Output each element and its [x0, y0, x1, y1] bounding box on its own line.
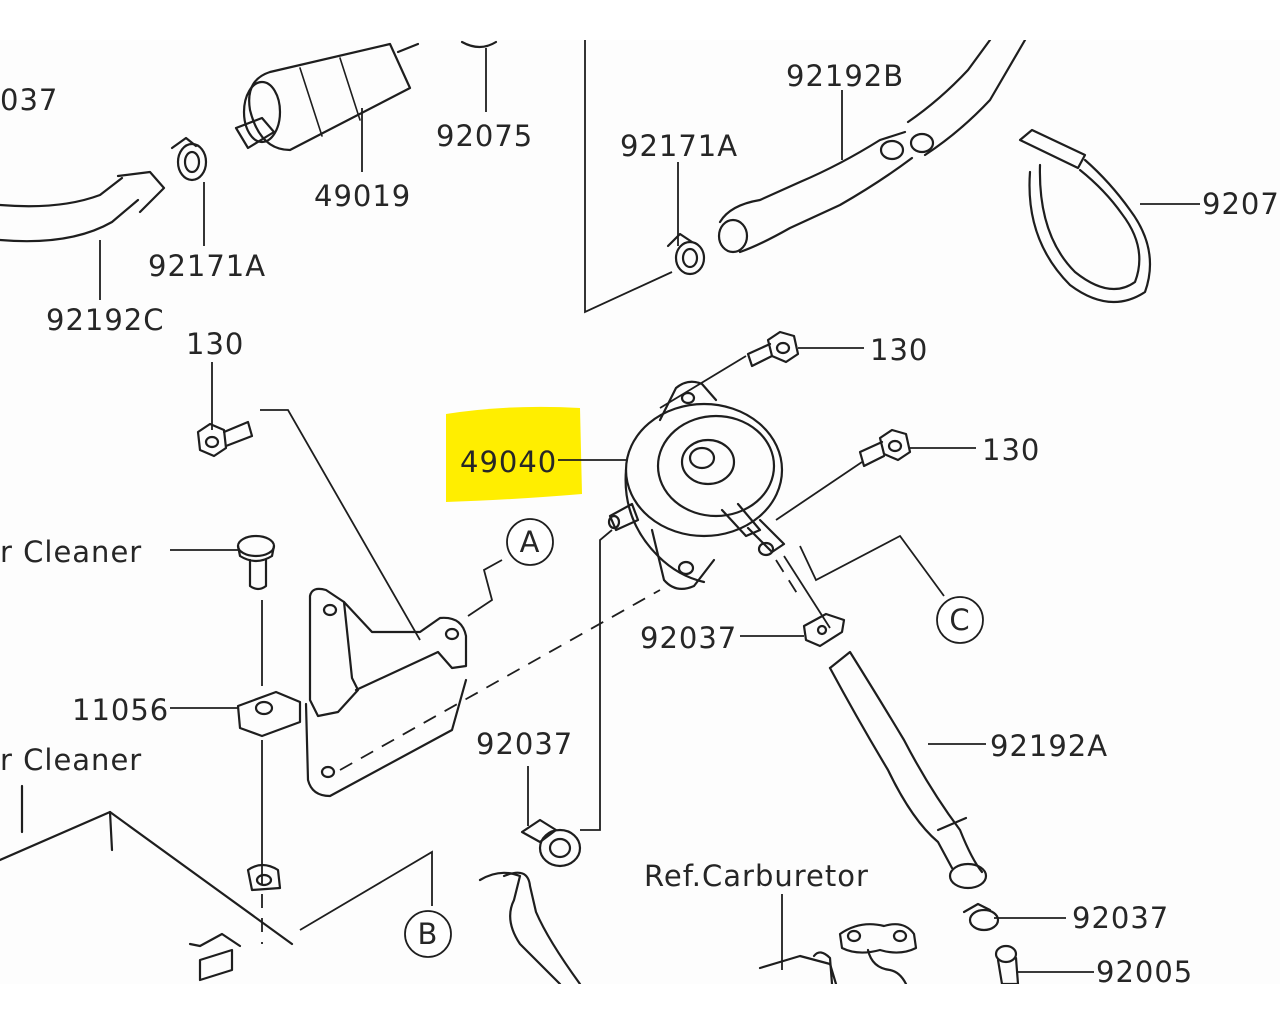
label-11056: 11056 [72, 693, 169, 727]
label-92171a-left: 92171A [148, 249, 266, 283]
part-labels: 037 92075 49019 92171A 92192C 92192B 921… [0, 59, 1280, 984]
fuel-filter-49019-drawing [234, 42, 420, 152]
callout-a: A [506, 518, 554, 566]
leader-lines [99, 48, 1200, 973]
carburetor-drawing [758, 923, 918, 984]
label-92192c: 92192C [46, 303, 165, 337]
band-92071-drawing [1018, 128, 1152, 304]
clamp-92171a-mid-drawing [666, 232, 706, 276]
bolt-air-cleaner-drawing [236, 534, 276, 591]
line-clip [783, 555, 831, 629]
label-air-cleaner-2: r Cleaner [0, 743, 142, 777]
callout-b-text: B [418, 917, 439, 951]
clip-92037-mid-drawing [802, 612, 846, 648]
hose-92192a-drawing [828, 650, 988, 890]
dashed-line-bracket-to-pump [339, 589, 661, 771]
label-92037-mid: 92037 [640, 621, 737, 655]
label-92037-top: 037 [0, 83, 58, 117]
clamp-92037-bottom-drawing [962, 902, 1000, 932]
fuel-pump-parts-diagram: A B C 037 92075 49019 92171A 92192C 9219… [0, 40, 1280, 984]
label-92171a-mid: 92171A [620, 129, 738, 163]
bolt-130-left-drawing [196, 420, 254, 458]
clamp-92171a-left-drawing [170, 136, 208, 182]
bracket-drawing [236, 587, 468, 798]
callout-a-text: A [520, 525, 541, 559]
line-pump-to-clamp [580, 529, 613, 831]
fuel-pump-49040-drawing [607, 380, 786, 591]
label-92005: 92005 [1096, 955, 1193, 984]
label-92037-bottom: 92037 [1072, 901, 1169, 935]
air-cleaner-box-drawing [0, 784, 294, 982]
bracket-line-top [584, 40, 673, 314]
part-92005-drawing [994, 944, 1020, 984]
label-49019: 49019 [314, 179, 411, 213]
bolt-130-right-drawing [858, 428, 912, 468]
clamp-92037-left-drawing [520, 818, 582, 868]
label-ref-carburetor: Ref.Carburetor [644, 859, 869, 893]
part-92075-drawing [460, 40, 498, 49]
label-130-left: 130 [186, 327, 244, 361]
label-92037-left: 92037 [476, 727, 573, 761]
bolt-130-top-drawing [746, 330, 800, 368]
dashed-line-pump-to-clip [775, 559, 801, 599]
label-92075: 92075 [436, 119, 533, 153]
hose-lower-left-drawing [478, 871, 582, 984]
label-49040: 49040 [460, 445, 557, 479]
label-air-cleaner-1: r Cleaner [0, 535, 142, 569]
hose-92192b-drawing [717, 40, 1027, 254]
label-92192b: 92192B [786, 59, 904, 93]
label-92192a: 92192A [990, 729, 1108, 763]
label-130-right: 130 [982, 433, 1040, 467]
hose-92192c-drawing [0, 170, 166, 243]
callout-c-text: C [949, 603, 970, 637]
callout-c: C [936, 596, 984, 644]
callout-b: B [404, 910, 452, 958]
highlight-49040 [446, 406, 582, 502]
label-130-top: 130 [870, 333, 928, 367]
parts-diagram-frame: A B C 037 92075 49019 92171A 92192C 9219… [0, 40, 1280, 984]
